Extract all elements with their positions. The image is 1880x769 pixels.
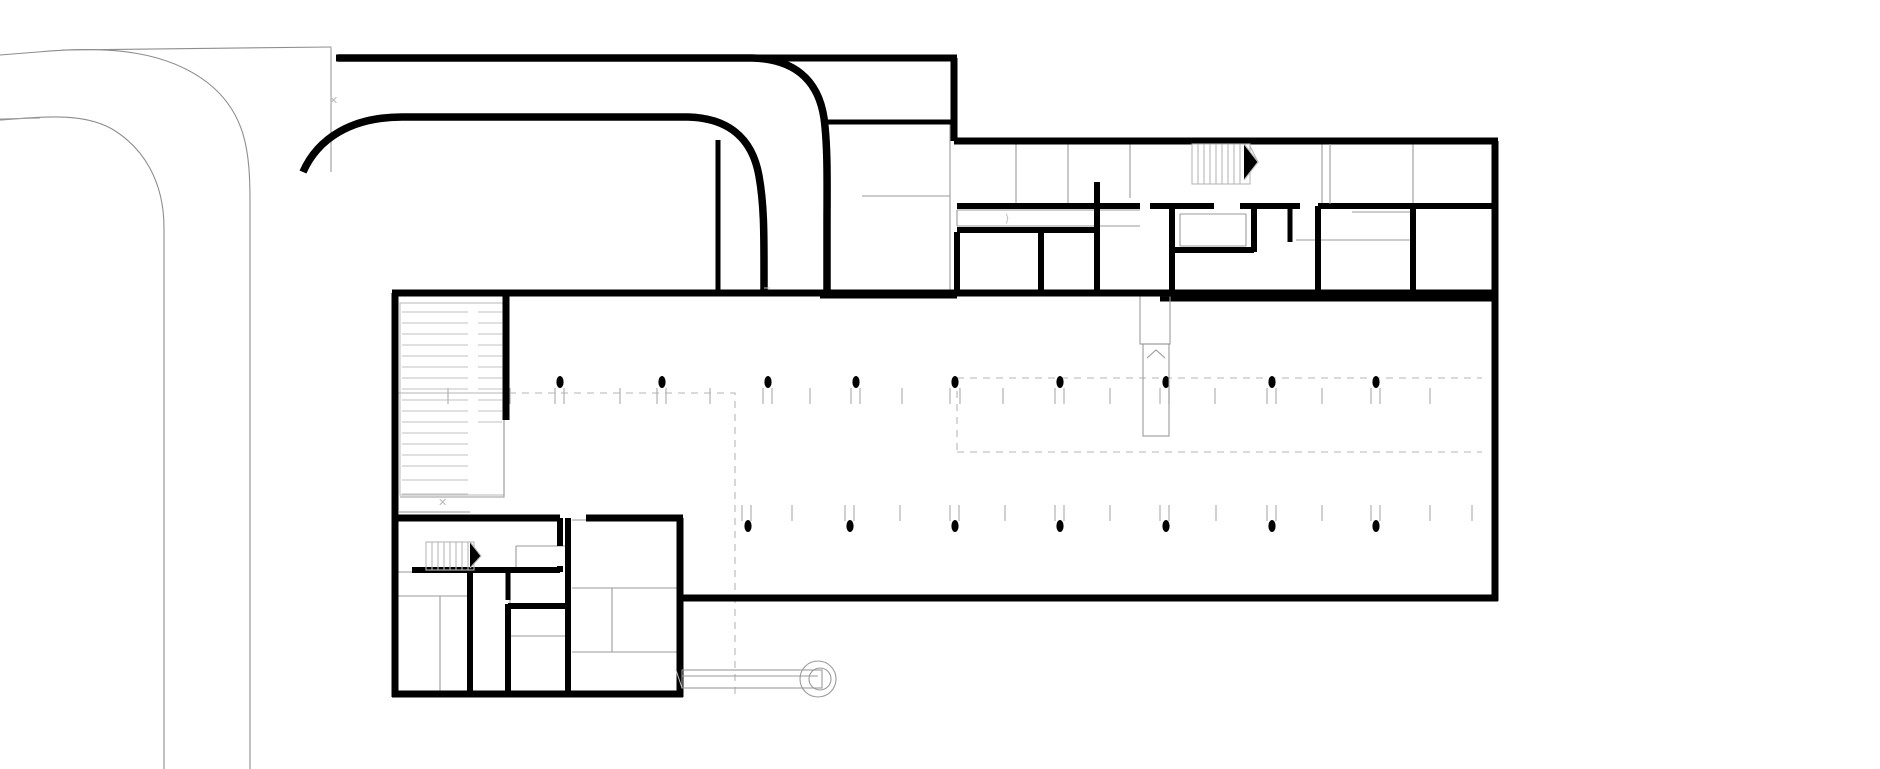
lower-thin-partitions [398, 511, 678, 692]
annotation-marks: ✕ ✕ ⟩ [329, 95, 1009, 509]
column-row-lower [744, 520, 1380, 532]
barrier-pivot-outer [799, 660, 837, 698]
parking-level [391, 289, 1499, 698]
outer-ramp-curve [338, 54, 831, 296]
parking-stall-ticks-lower [741, 505, 1473, 521]
column-dot [1268, 376, 1276, 388]
site-boundary-lower [0, 117, 41, 120]
road-edge-inner [0, 116, 165, 769]
column-dot [1056, 376, 1064, 388]
barrier-base-gap [675, 669, 683, 689]
column-dot [744, 520, 752, 532]
service-shaft [1139, 295, 1171, 437]
vehicle-access-ramps [299, 54, 831, 296]
section-mark-lower-left: ✕ [438, 497, 447, 509]
column-dot [556, 376, 564, 388]
gate-barrier-arm[interactable] [675, 660, 837, 698]
column-dot [1162, 376, 1170, 388]
column-dot [951, 376, 959, 388]
stair-main-left [399, 302, 505, 498]
dashed-zone-left [392, 392, 736, 694]
stair-lower-left [425, 541, 482, 571]
column-dot [658, 376, 666, 388]
road-top-edge [61, 46, 332, 51]
column-dot [1372, 376, 1380, 388]
inner-ramp-curve [299, 113, 768, 296]
column-row-upper [556, 376, 1380, 388]
column-dot [1372, 520, 1380, 532]
road-edge-outer [0, 48, 251, 769]
stair-up-arrow-icon [1243, 143, 1259, 181]
column-dot [846, 520, 854, 532]
column-dot [951, 520, 959, 532]
column-dot [1268, 520, 1276, 532]
section-mark-corridor: ⟩ [1005, 213, 1009, 225]
barrier-pivot-inner [808, 667, 832, 691]
upper-wing [336, 54, 1499, 302]
stair-down-arrow-icon [469, 541, 482, 569]
upper-thin-partitions [862, 121, 1414, 292]
parking-stall-ticks-upper [447, 388, 1431, 404]
section-mark-upper-left: ✕ [329, 95, 338, 107]
column-dot [852, 376, 860, 388]
column-dot [764, 376, 772, 388]
lower-wing [391, 511, 684, 698]
column-dot [1056, 520, 1064, 532]
shaft-chevron-icon [1146, 349, 1166, 359]
column-dot [1162, 520, 1170, 532]
site-context-roads [0, 46, 332, 769]
stair-upper-right [1191, 143, 1259, 185]
